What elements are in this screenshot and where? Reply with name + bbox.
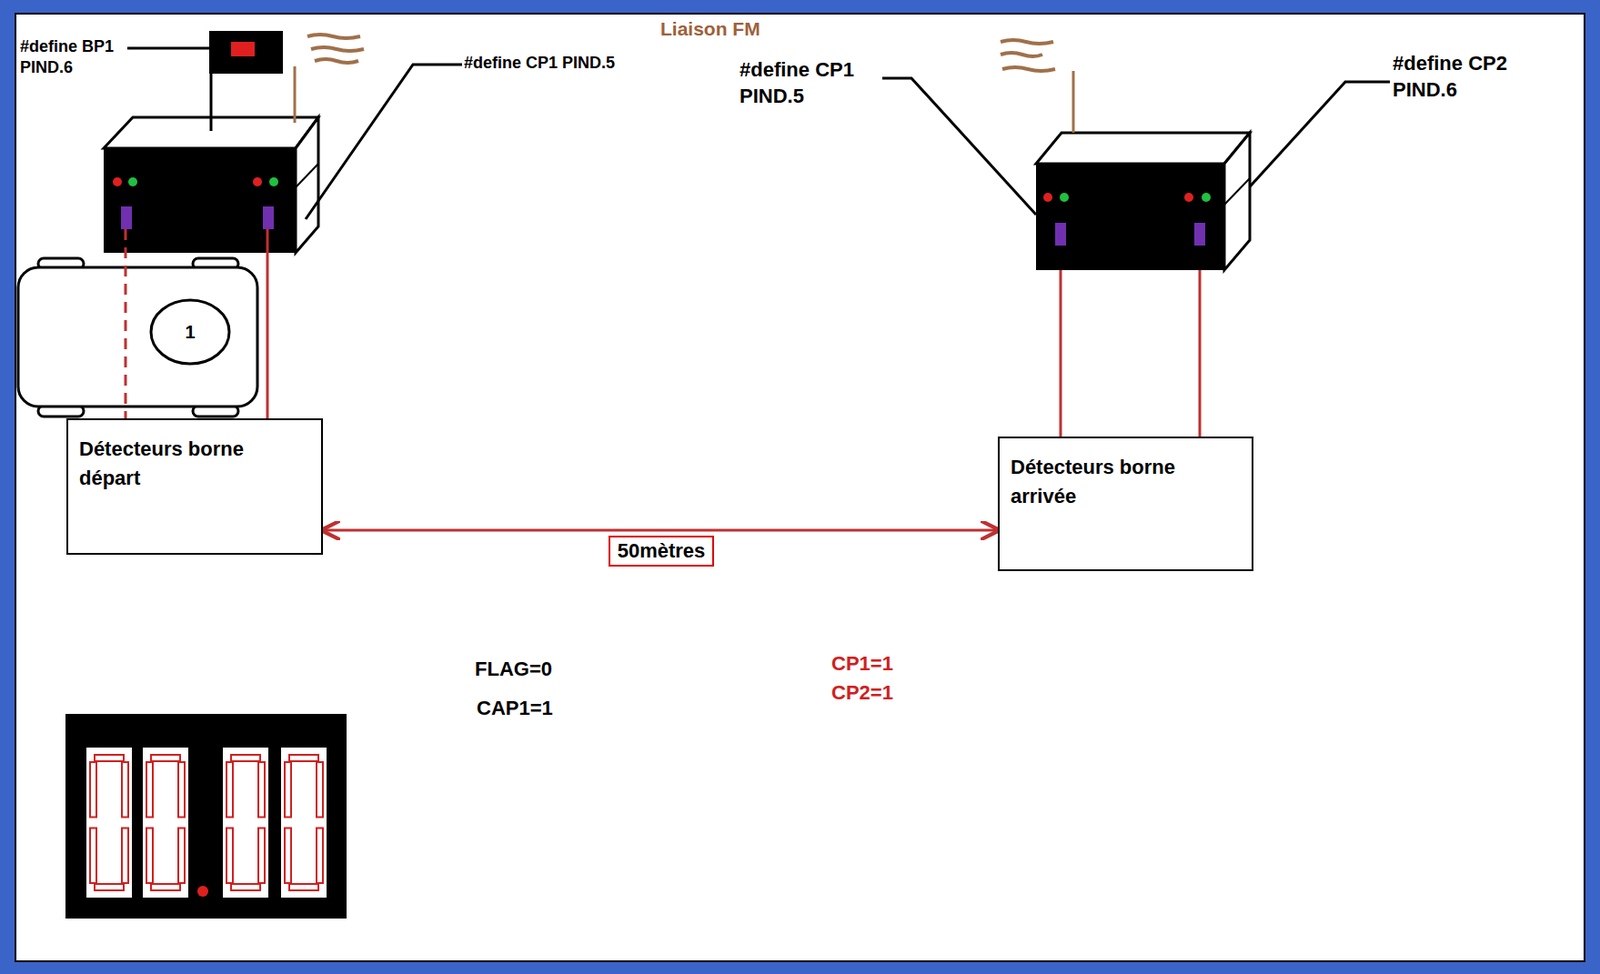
- pin-define: #define BP1 PIND.6: [20, 36, 128, 80]
- digit-segment: [94, 754, 124, 762]
- car-body: [18, 267, 258, 407]
- distance-arrow: [322, 529, 998, 533]
- leader-line: [882, 78, 1037, 215]
- led: [252, 177, 262, 187]
- digit-segment: [316, 828, 323, 885]
- digit-segment: [121, 828, 129, 885]
- callout-number: 1: [184, 319, 195, 346]
- device-edge: [1224, 178, 1250, 205]
- car: [18, 258, 258, 417]
- callout-circle: 1: [149, 298, 232, 366]
- digit-segment: [178, 762, 185, 818]
- digit-segment: [178, 828, 185, 885]
- circle-shape: [150, 300, 230, 364]
- sensor: [262, 206, 274, 230]
- button-stem: [210, 73, 213, 131]
- device-side: [1224, 132, 1250, 271]
- device-top: [1036, 132, 1250, 164]
- sensor: [120, 206, 132, 230]
- push-button: [209, 30, 283, 74]
- sensor-beam: [1198, 245, 1202, 437]
- digit-segment: [146, 762, 153, 818]
- digit-segment: [150, 884, 181, 891]
- pin-define: #define CP1 PIND.5: [739, 57, 881, 110]
- digit-segment: [146, 828, 153, 885]
- digit-segment: [258, 828, 265, 885]
- digit-cell: [222, 747, 269, 898]
- decimal-point: [197, 885, 209, 897]
- signal-value: CP1=1: [831, 651, 894, 678]
- antenna: [293, 66, 297, 123]
- sensor-beam: [124, 229, 128, 419]
- sensor-beam: [1059, 245, 1063, 437]
- digit-segment: [258, 762, 265, 818]
- device-side: [295, 117, 319, 253]
- dimension-label: 50mètres: [608, 535, 715, 567]
- digit-cell: [142, 747, 189, 898]
- digit-segment: [289, 884, 319, 891]
- led: [1201, 192, 1211, 202]
- detector-box: Détecteurs borne départ: [66, 418, 323, 555]
- link-label: Liaison FM: [660, 16, 761, 41]
- button-cap: [231, 41, 255, 57]
- signal-value: FLAG=0: [474, 656, 553, 684]
- led: [128, 177, 138, 187]
- digit-segment: [94, 884, 124, 891]
- detector-box: Détecteurs borne arrivée: [997, 436, 1254, 572]
- radio-waves: [307, 34, 364, 63]
- seven-segment-display: [65, 714, 347, 919]
- digit-segment: [289, 754, 319, 762]
- box-title: Détecteurs borne arrivée: [1010, 452, 1241, 512]
- radio-waves: [1000, 40, 1056, 71]
- start-device: [103, 30, 364, 253]
- pin-define: #define CP2 PIND.6: [1392, 50, 1539, 103]
- digit-segment: [284, 762, 292, 818]
- led: [112, 177, 122, 187]
- sensor: [1194, 222, 1206, 246]
- digit-segment: [150, 754, 181, 762]
- pin-define: #define CP1 PIND.5: [463, 52, 615, 74]
- led: [1059, 192, 1069, 202]
- display-digits: [86, 747, 327, 898]
- leader-line: [127, 47, 210, 51]
- digit-segment: [121, 762, 129, 818]
- digit-segment: [316, 762, 323, 818]
- device-edge: [295, 163, 319, 188]
- sensor-beam: [266, 229, 270, 419]
- digit-segment: [226, 828, 233, 885]
- finish-device: [1000, 40, 1250, 271]
- digit-cell: [281, 747, 327, 898]
- digit-segment: [90, 762, 97, 818]
- digit-segment: [226, 762, 233, 818]
- signal-value: CP2=1: [831, 680, 894, 707]
- antenna: [1072, 70, 1076, 133]
- digit-segment: [231, 884, 261, 891]
- led: [1184, 192, 1194, 202]
- device-front: [1036, 163, 1225, 271]
- digit-segment: [90, 828, 97, 885]
- led: [269, 177, 279, 187]
- digit-segment: [231, 754, 261, 762]
- led: [1043, 192, 1053, 202]
- digit-cell: [86, 747, 132, 898]
- digit-segment: [284, 828, 292, 885]
- box-title: Détecteurs borne départ: [79, 434, 311, 494]
- sensor: [1055, 222, 1067, 246]
- leader-line: [305, 64, 463, 220]
- signal-value: CAP1=1: [476, 695, 554, 723]
